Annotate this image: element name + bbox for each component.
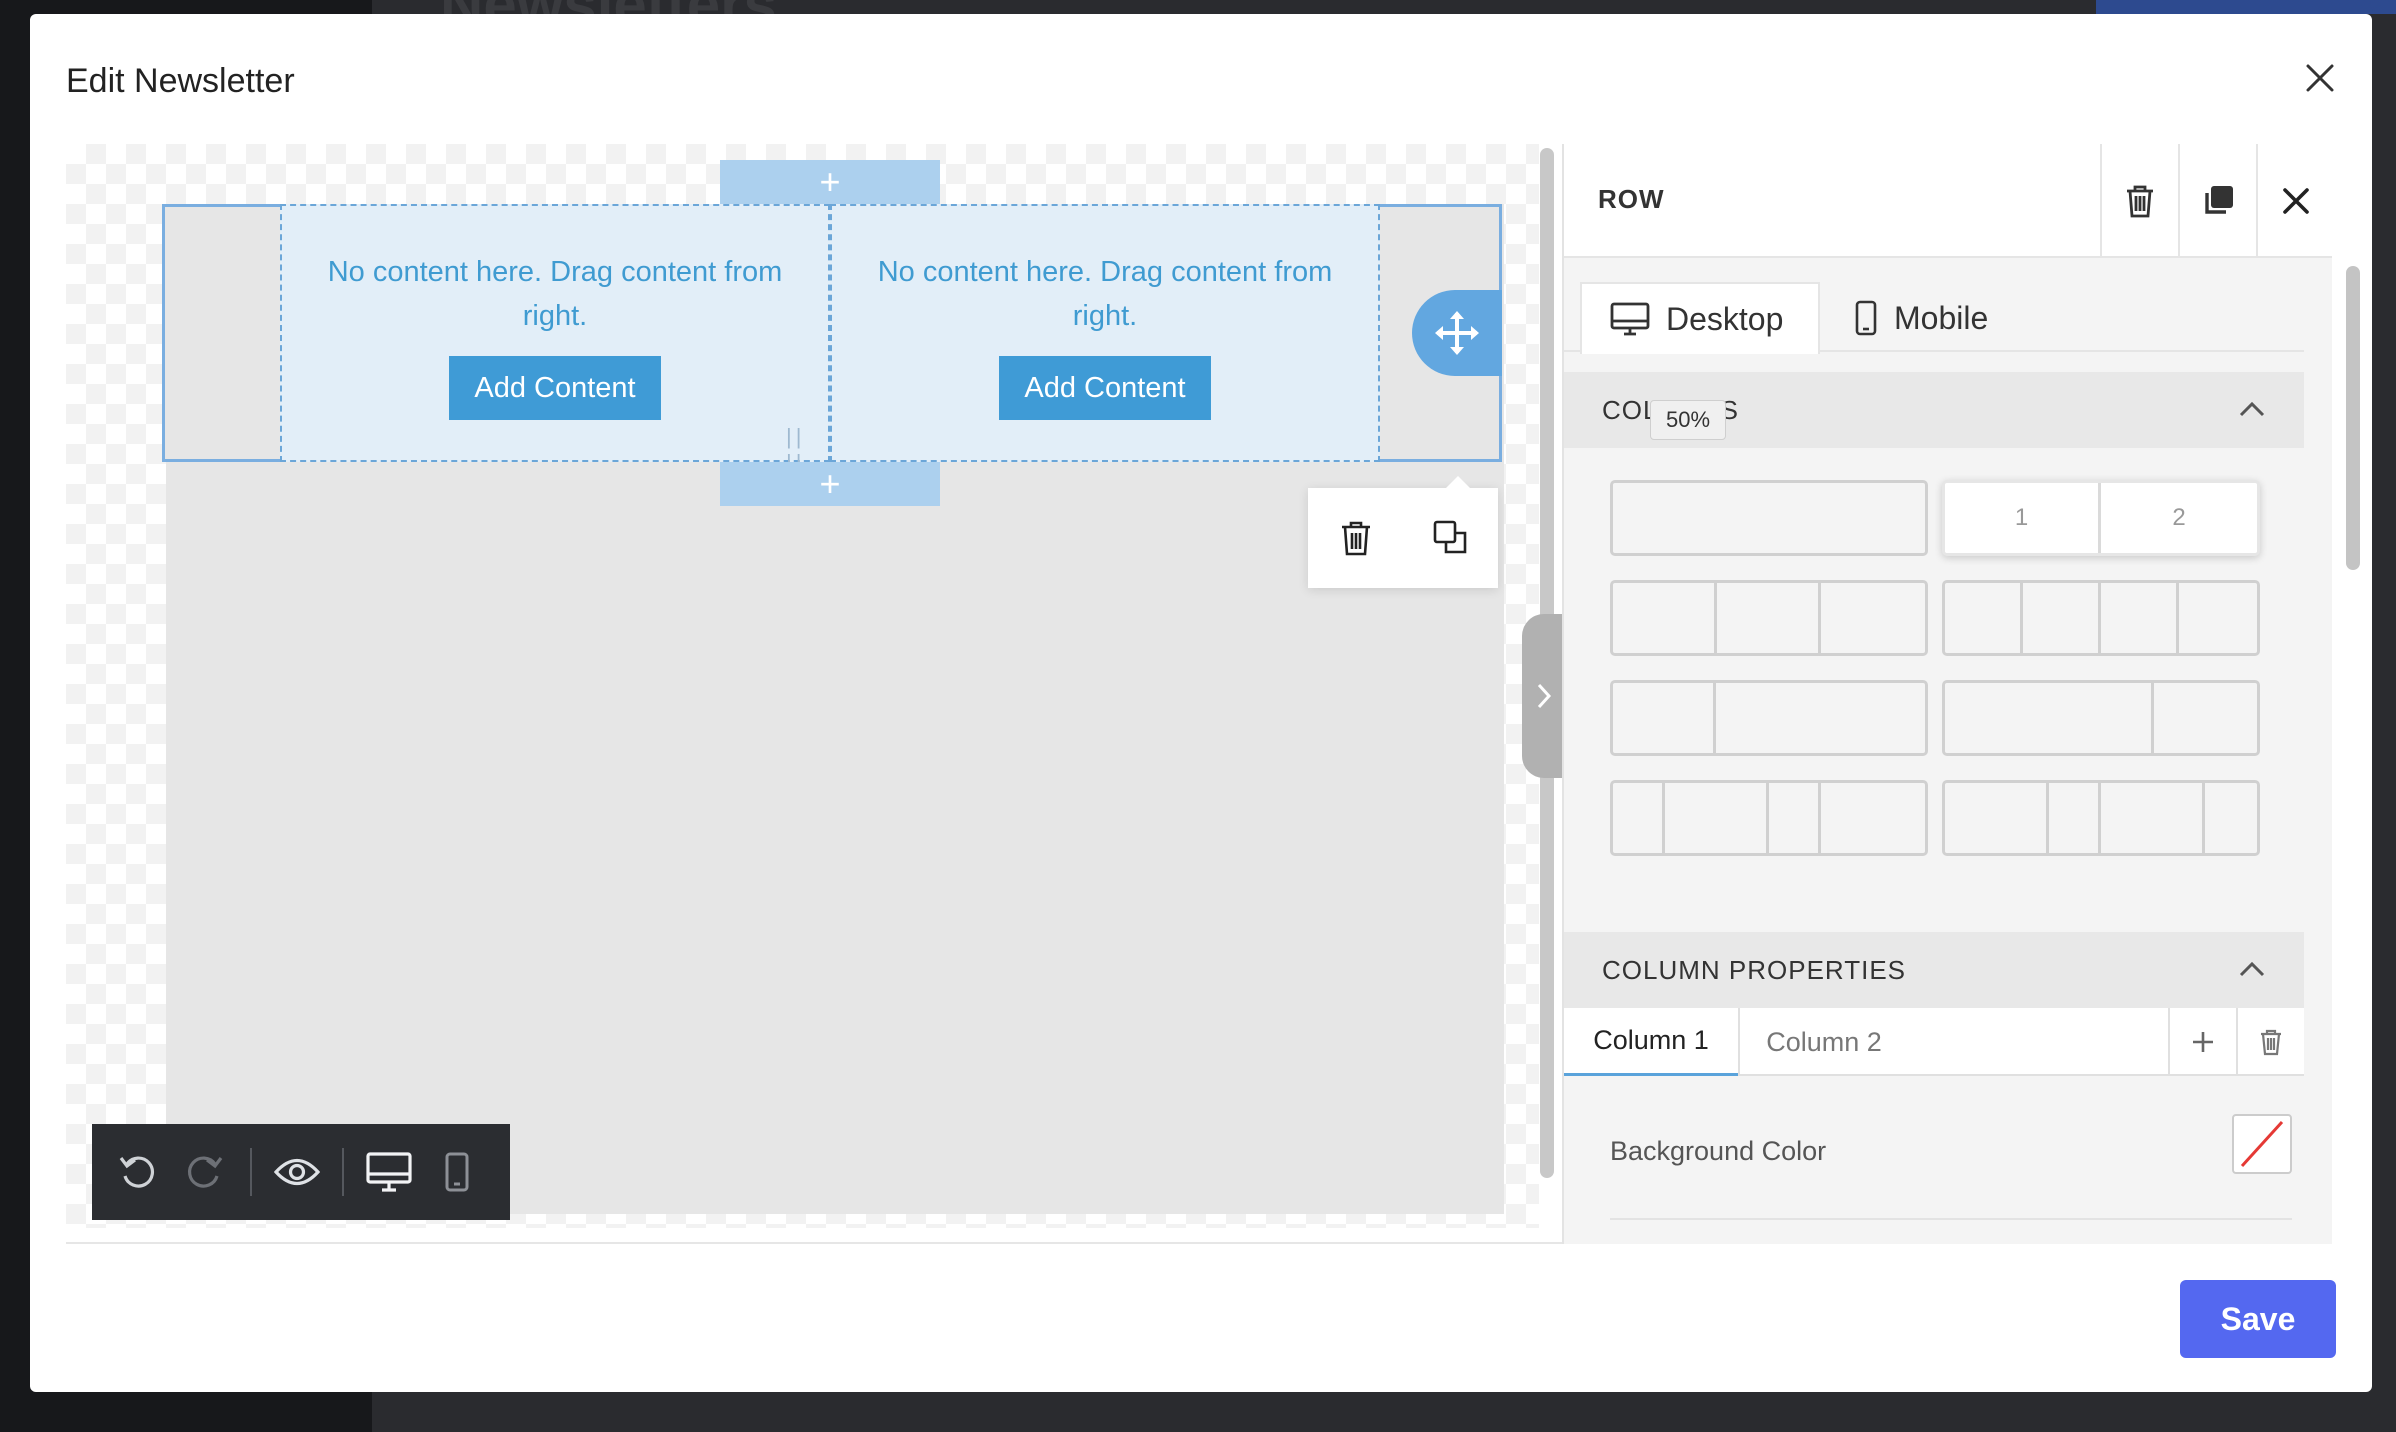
- layout-cell: [1945, 783, 2049, 853]
- layout-cell: [1945, 683, 2155, 753]
- layout-cell: [2154, 683, 2257, 753]
- layout-cell: [2205, 783, 2257, 853]
- edit-newsletter-modal: Edit Newsletter No content here. Drag co…: [30, 14, 2372, 1392]
- layout-option-2-columns[interactable]: 1 2: [1942, 480, 2260, 556]
- tab-desktop-label: Desktop: [1666, 300, 1784, 337]
- layout-cell: [2179, 583, 2257, 653]
- tab-mobile[interactable]: Mobile: [1826, 282, 2026, 354]
- layout-cell: [1945, 583, 2023, 653]
- layout-cell: [2049, 783, 2101, 853]
- delete-row-icon[interactable]: [1334, 516, 1378, 560]
- layout-cell: 1: [1945, 483, 2101, 553]
- modal-title: Edit Newsletter: [66, 62, 295, 100]
- layout-cell: 2: [2172, 504, 2186, 531]
- close-icon[interactable]: [2300, 58, 2340, 98]
- mobile-view-icon[interactable]: [434, 1149, 480, 1195]
- mobile-icon: [1855, 300, 1877, 336]
- move-row-icon[interactable]: [1412, 290, 1502, 376]
- background-color-picker[interactable]: [2232, 1114, 2292, 1174]
- device-tabs: Desktop Mobile: [1564, 272, 2304, 354]
- delete-column-icon[interactable]: [2236, 1008, 2304, 1076]
- layout-cell: [1769, 783, 1822, 853]
- layout-cell: [1613, 483, 1925, 553]
- tab-desktop[interactable]: Desktop: [1580, 282, 1820, 354]
- layout-cell: [1613, 783, 1666, 853]
- background-create-button: [2096, 0, 2396, 14]
- empty-column-message: No content here. Drag content from right…: [327, 256, 783, 332]
- tab-column-2[interactable]: Column 2: [1738, 1008, 1908, 1076]
- panel-title: ROW: [1598, 184, 1665, 214]
- layout-cell: [1613, 683, 1716, 753]
- column-resize-handle[interactable]: || ||: [786, 424, 806, 475]
- layout-option-1-2-columns[interactable]: [1610, 680, 1928, 756]
- close-panel-icon[interactable]: [2256, 144, 2332, 258]
- add-row-below-button[interactable]: +: [720, 462, 940, 506]
- background-color-label: Background Color: [1610, 1136, 1827, 1166]
- row-toolbar: [1308, 476, 1498, 588]
- column-properties-title: COLUMN PROPERTIES: [1602, 954, 1907, 985]
- layout-option-3-columns[interactable]: [1610, 580, 1928, 656]
- canvas-divider: [66, 1242, 1562, 1244]
- column-2-dropzone[interactable]: No content here. Drag content from right…: [830, 204, 1380, 462]
- layout-option-1-column[interactable]: [1610, 480, 1928, 556]
- chevron-up-icon: [2239, 401, 2265, 417]
- panel-header: ROW: [1564, 144, 2332, 258]
- collapse-panel-toggle[interactable]: [1522, 614, 1566, 778]
- tab-column-1[interactable]: Column 1: [1564, 1008, 1738, 1076]
- duplicate-row-icon[interactable]: [1429, 516, 1473, 560]
- newsletter-canvas: No content here. Drag content from right…: [66, 144, 1539, 1228]
- desktop-icon: [1610, 302, 1650, 336]
- layout-option-mixed-a[interactable]: [1610, 780, 1928, 856]
- tab-mobile-label: Mobile: [1894, 299, 1989, 336]
- column-tabs: Column 1 Column 2: [1564, 1008, 2304, 1076]
- layout-option-2-1-columns[interactable]: [1942, 680, 2260, 756]
- layout-cell: [1716, 683, 1925, 753]
- panel-scrollbar[interactable]: [2346, 266, 2360, 570]
- layout-cell: [2101, 583, 2179, 653]
- layout-cell: [1665, 783, 1769, 853]
- duplicate-row-panel-icon[interactable]: [2178, 144, 2256, 258]
- toolbar-separator: [342, 1148, 344, 1196]
- row-settings-panel: ROW Desktop Mobile COLUMNS: [1562, 144, 2332, 1244]
- layout-option-mixed-b[interactable]: [1942, 780, 2260, 856]
- add-content-button[interactable]: Add Content: [449, 356, 661, 420]
- redo-icon[interactable]: [182, 1149, 228, 1195]
- layout-cell: [1613, 583, 1717, 653]
- empty-column-message: No content here. Drag content from right…: [877, 256, 1333, 332]
- desktop-view-icon[interactable]: [366, 1149, 412, 1195]
- add-content-button[interactable]: Add Content: [999, 356, 1211, 420]
- preview-eye-icon[interactable]: [274, 1149, 320, 1195]
- layout-option-4-columns[interactable]: [1942, 580, 2260, 656]
- save-button[interactable]: Save: [2180, 1280, 2336, 1358]
- no-color-icon: [2240, 1120, 2284, 1168]
- layout-cell: [1717, 583, 1821, 653]
- column-1-dropzone[interactable]: No content here. Drag content from right…: [280, 204, 830, 462]
- undo-icon[interactable]: [114, 1149, 160, 1195]
- layout-cell: [1821, 783, 1925, 853]
- property-divider: [1610, 1218, 2292, 1220]
- layout-cell: [1821, 583, 1925, 653]
- toolbar-separator: [250, 1148, 252, 1196]
- column-properties-section-header[interactable]: COLUMN PROPERTIES: [1564, 932, 2304, 1008]
- delete-row-panel-icon[interactable]: [2100, 144, 2178, 258]
- chevron-up-icon: [2239, 961, 2265, 977]
- add-column-icon[interactable]: [2168, 1008, 2236, 1076]
- editor-bottom-toolbar: [92, 1124, 510, 1220]
- layout-cell: [2023, 583, 2101, 653]
- layout-cell: [2101, 783, 2205, 853]
- add-row-above-button[interactable]: +: [720, 160, 940, 204]
- column-width-tooltip: 50%: [1650, 400, 1726, 440]
